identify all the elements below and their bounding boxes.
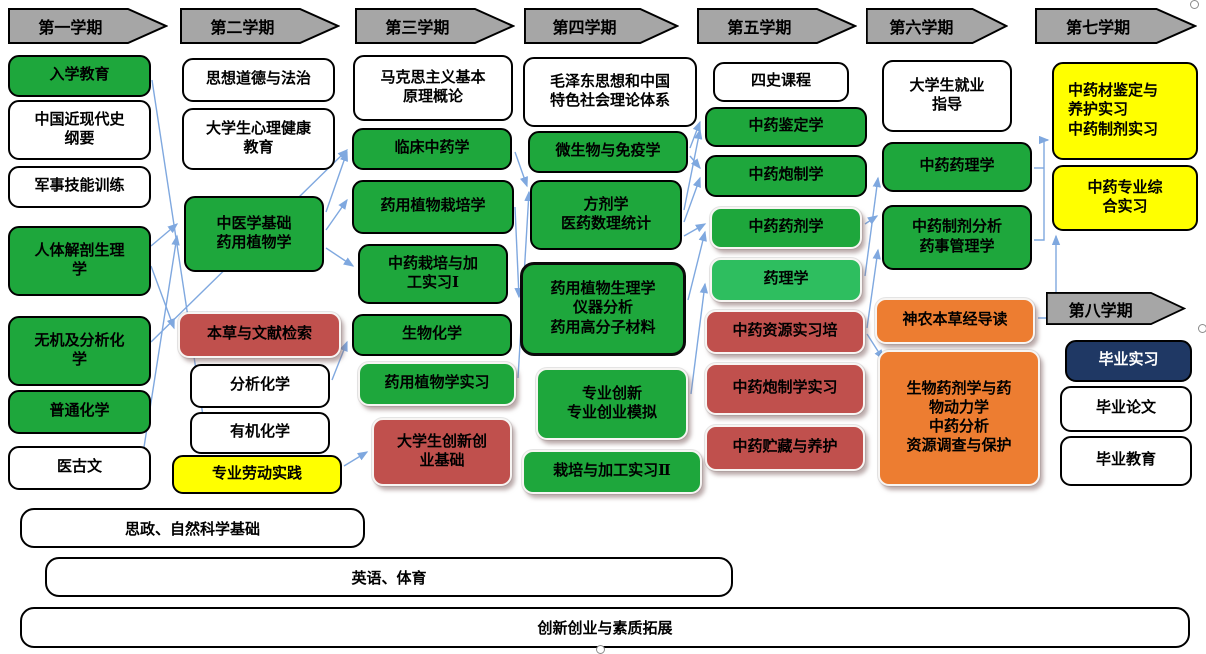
course-zhongyao-yaolixue: 中药药理学 (882, 142, 1032, 192)
course-jianding-yanghu-shixi: 中药材鉴定与 养护实习 中药制剂实习 (1052, 62, 1198, 160)
semester-label: 第四学期 (552, 20, 617, 37)
course-biye-jiaoyu: 毕业教育 (1060, 436, 1192, 486)
selection-handle-top-right (1190, 0, 1199, 9)
course-yaoyong-zaipei: 药用植物栽培学 (352, 180, 514, 234)
course-zaipei-shixi2: 栽培与加工实习Ⅱ (522, 450, 702, 494)
semester-label: 第三学期 (385, 20, 450, 37)
course-biye-shixi: 毕业实习 (1065, 340, 1192, 382)
course-bencao-jiansuo: 本草与文献检索 (178, 312, 341, 358)
pennant-shape (524, 8, 679, 44)
semester-label: 第七学期 (1066, 20, 1131, 37)
course-zhiji-fenxi-guanli: 中药制剂分析 药事管理学 (882, 205, 1032, 270)
course-zhucang-yanghu: 中药贮藏与养护 (705, 425, 865, 471)
course-putong-huaxue: 普通化学 (8, 390, 151, 434)
course-renti-jiepou: 人体解剖生理 学 (8, 226, 151, 296)
semester-header-5: 第五学期 (697, 8, 857, 44)
course-zaipei-shixi1: 中药栽培与加 工实习Ⅰ (358, 244, 508, 304)
course-fenxi-huaxue: 分析化学 (190, 364, 330, 408)
course-fangjixue-tongji: 方剂学 医药数理统计 (530, 180, 682, 250)
course-zhuanye-chuangxin: 专业创新 专业创业模拟 (536, 368, 688, 440)
course-ruxue-jiaoyu: 入学教育 (8, 55, 151, 97)
course-xinli-jiankang: 大学生心理健康 教育 (182, 108, 335, 170)
course-junshi-jineng: 军事技能训练 (8, 166, 151, 208)
course-zhuanye-laodong: 专业劳动实践 (172, 455, 342, 494)
pennant-shape (697, 8, 857, 44)
course-paozhixue: 中药炮制学 (705, 155, 867, 197)
pennant-shape (8, 8, 168, 44)
course-sishi-kecheng: 四史课程 (713, 62, 849, 102)
course-jiandingxue: 中药鉴定学 (705, 107, 867, 147)
selection-handle-bottom (596, 645, 605, 654)
band-sizheng-kexue: 思政、自然科学基础 (20, 508, 365, 548)
semester-label: 第五学期 (727, 20, 792, 37)
course-biye-lunwen: 毕业论文 (1060, 386, 1192, 432)
course-linchuang-zhongyao: 临床中药学 (352, 128, 512, 170)
semester-header-4: 第四学期 (524, 8, 679, 44)
pennant-shape (180, 8, 340, 44)
semester-label: 第一学期 (38, 20, 103, 37)
course-makesi-yuanli: 马克思主义基本 原理概论 (353, 55, 513, 121)
course-yaojixue: 中药药剂学 (710, 207, 862, 249)
selection-handle-right (1198, 324, 1206, 333)
course-chuangxin-chuangye-jichu: 大学生创新创 业基础 (372, 418, 512, 486)
semester-header-7: 第七学期 (1035, 8, 1197, 44)
semester-header-8: 第八学期 (1046, 292, 1186, 325)
course-zhuanye-zonghe-shixi: 中药专业综 合实习 (1052, 165, 1198, 231)
band-chuangxin-suzhi: 创新创业与素质拓展 (20, 607, 1190, 648)
pennant-shape (355, 8, 515, 44)
course-yaolixue: 药理学 (710, 258, 862, 302)
course-shennong-daodu: 神农本草经导读 (875, 298, 1035, 344)
course-weishengwu-mianyi: 微生物与免疫学 (528, 131, 688, 173)
course-maozedong-sixiang: 毛泽东思想和中国 特色社会理论体系 (523, 57, 697, 127)
semester-label: 第八学期 (1068, 302, 1133, 320)
pennant-shape (1046, 292, 1186, 325)
course-zhongyixue-jichu: 中医学基础 药用植物学 (184, 196, 324, 272)
pennant-shape (1035, 8, 1197, 44)
semester-header-2: 第二学期 (180, 8, 340, 44)
course-ziyuan-shixi: 中药资源实习培 (705, 310, 865, 354)
course-jiuye-zhidao: 大学生就业 指导 (882, 60, 1012, 132)
semester-label: 第六学期 (889, 20, 954, 37)
course-shengwu-yaojixue: 生物药剂学与药 物动力学 中药分析 资源调查与保护 (878, 350, 1040, 486)
course-shengwu-huaxue: 生物化学 (352, 314, 512, 356)
semester-header-3: 第三学期 (355, 8, 515, 44)
course-zhongguo-jinxiandaishi: 中国近现代史 纲要 (8, 100, 151, 160)
course-yaoyong-zhiwu-shixi: 药用植物学实习 (358, 362, 516, 406)
course-zhiwu-shengli: 药用植物生理学 仪器分析 药用高分子材料 (520, 262, 686, 356)
band-yingyu-tiyu: 英语、体育 (45, 557, 733, 597)
semester-header-1: 第一学期 (8, 8, 168, 44)
pennant-shape (866, 8, 1008, 44)
course-wuji-fenxi: 无机及分析化 学 (8, 316, 151, 386)
semester-label: 第二学期 (210, 20, 275, 37)
semester-header-6: 第六学期 (866, 8, 1008, 44)
course-paozhi-shixi: 中药炮制学实习 (705, 363, 865, 415)
course-yiguwen: 医古文 (8, 446, 151, 490)
course-sixiang-daode: 思想道德与法治 (182, 58, 335, 102)
course-youji-huaxue: 有机化学 (190, 412, 330, 454)
